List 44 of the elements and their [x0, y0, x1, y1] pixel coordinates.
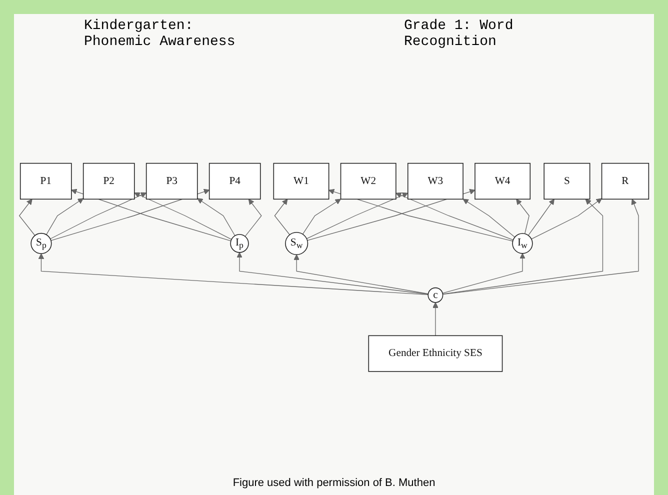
node-box: P1: [20, 162, 72, 200]
node-circle: S$_{p}$: [30, 232, 52, 254]
arrow: [274, 198, 290, 235]
node-box: R: [601, 162, 650, 200]
arrow: [516, 198, 530, 234]
node-box: P3: [146, 162, 198, 200]
node-box: S: [544, 162, 590, 200]
node-box: W1: [273, 162, 330, 200]
arrow: [528, 198, 554, 236]
node-box: Gender Ethnicity SES: [368, 334, 503, 372]
arrow: [462, 198, 516, 238]
arrow: [236, 252, 428, 294]
arrow: [38, 252, 428, 295]
node-box: W4: [474, 162, 531, 200]
node-circle: c: [428, 287, 444, 302]
arrow: [18, 198, 36, 236]
arrow: [396, 192, 514, 240]
arrow: [134, 192, 232, 240]
node-box: W2: [340, 162, 396, 200]
node-circle: S$_{w}$: [285, 232, 308, 255]
arrow: [442, 198, 639, 294]
group-heading: Kindergarten: Phonemic Awareness: [84, 18, 236, 50]
node-box: W3: [407, 162, 464, 200]
arrow: [306, 188, 476, 240]
arrow: [302, 198, 342, 234]
node-box: P2: [82, 162, 135, 200]
arrow: [442, 198, 604, 294]
arrow: [442, 252, 526, 294]
arrow: [531, 198, 602, 239]
arrow: [50, 188, 210, 240]
arrow: [328, 188, 514, 242]
arrow: [306, 192, 408, 239]
arrow: [71, 188, 232, 241]
arrow: [432, 302, 438, 336]
arrow: [50, 192, 147, 239]
arrow: [294, 254, 429, 294]
node-circle: I$_{w}$: [512, 232, 533, 254]
group-heading: Grade 1: Word Recognition: [404, 18, 514, 50]
caption: Figure used with permission of B. Muthen: [232, 477, 436, 489]
node-box: P4: [208, 162, 261, 200]
arrow: [46, 198, 84, 235]
arrow: [197, 198, 236, 236]
arrow: [244, 198, 262, 236]
node-circle: I$_{p}$: [230, 234, 249, 252]
